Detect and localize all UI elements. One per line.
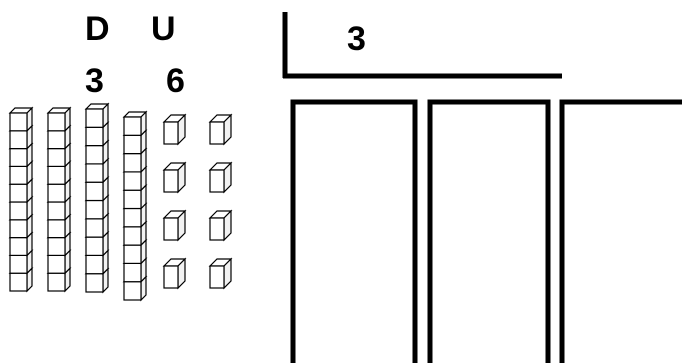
answer-box [293,102,415,363]
unit-cube [210,115,231,144]
unit-cube [210,163,231,192]
answer-box [430,102,548,363]
unit-cube [164,259,185,288]
unit-cube [210,211,231,240]
ten-rod [86,104,108,292]
unit-cube [164,163,185,192]
division-bracket [283,12,562,78]
unit-cube [210,259,231,288]
unit-cube [164,211,185,240]
ten-rod [10,108,32,291]
unit-cube [164,115,185,144]
answer-boxes-group [293,102,682,363]
answer-box [562,102,682,363]
ten-rods-group [10,104,146,300]
ten-rod [124,112,146,300]
ten-rod [48,108,70,291]
unit-cubes-group [164,115,231,288]
